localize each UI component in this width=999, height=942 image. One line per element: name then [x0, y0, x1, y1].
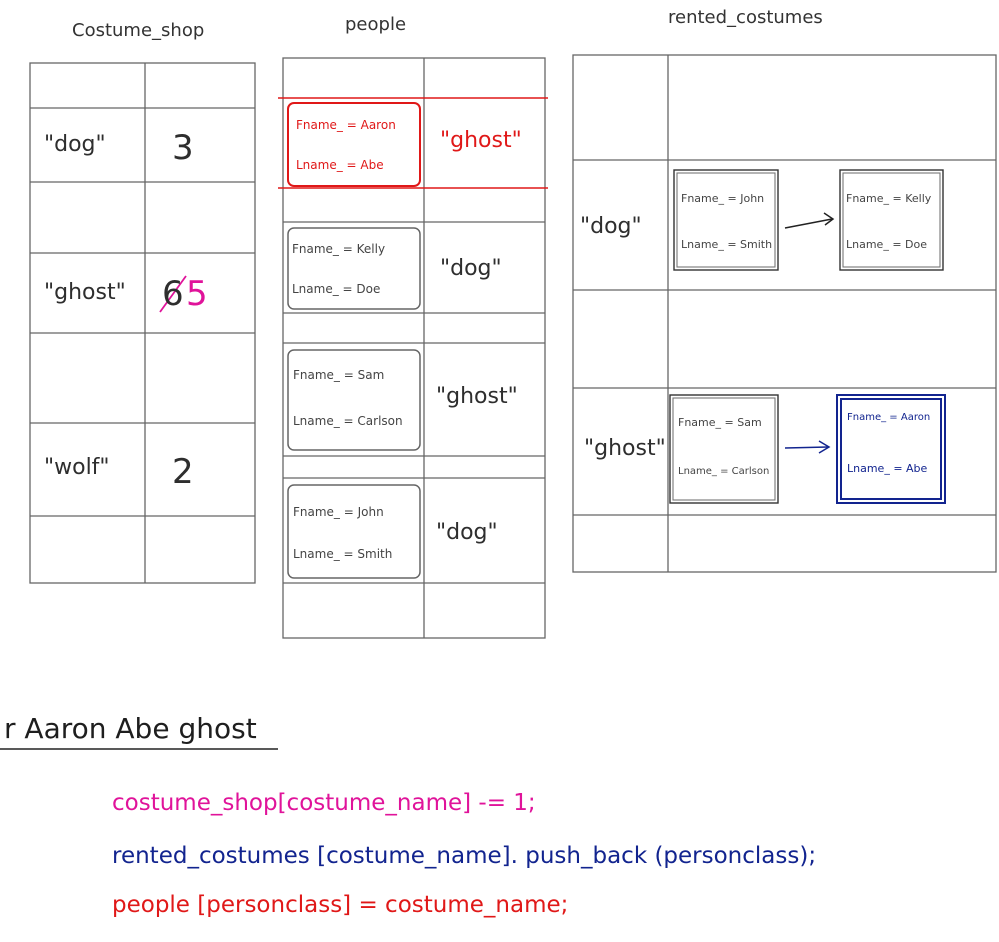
code-line-push-back: rented_costumes [costume_name]. push_bac…: [112, 843, 817, 869]
person-costume: "ghost": [436, 384, 518, 409]
costume-key-ghost: "ghost": [44, 280, 126, 305]
person-costume: "dog": [440, 256, 502, 281]
costume-key-wolf: "wolf": [44, 455, 110, 480]
command-text: r Aaron Abe ghost: [4, 712, 257, 745]
person-card-fname: Fname_ = Kelly: [292, 242, 386, 256]
rented-card-lname: Lname_ = Doe: [846, 238, 928, 251]
person-card-fname: Fname_ = Sam: [293, 368, 385, 382]
person-costume: "dog": [436, 520, 498, 545]
rented-key-ghost: "ghost": [584, 436, 666, 461]
costume-shop-title: Costume_shop: [72, 20, 205, 41]
person-card-fname: Fname_ = Aaron: [296, 118, 396, 132]
costume-key-dog: "dog": [44, 132, 106, 157]
code-line-decrement: costume_shop[costume_name] -= 1;: [112, 790, 536, 816]
costume-count-dog: 3: [172, 128, 194, 168]
person-costume: "ghost": [440, 128, 522, 153]
person-card-lname: Lname_ = Doe: [292, 282, 381, 296]
rented-card-fname: Fname_ = Aaron: [847, 412, 931, 423]
rented-card-fname: Fname_ = Kelly: [846, 192, 932, 205]
costume-count-wolf: 2: [172, 452, 194, 492]
person-card-lname: Lname_ = Abe: [296, 158, 384, 172]
rented-card-lname: Lname_ = Carlson: [678, 466, 770, 477]
person-card-lname: Lname_ = Carlson: [293, 414, 403, 428]
costume-count-ghost-new: 5: [186, 274, 208, 314]
rented-card-fname: Fname_ = Sam: [678, 416, 762, 429]
person-card-lname: Lname_ = Smith: [293, 547, 393, 561]
rented-costumes-title: rented_costumes: [668, 7, 823, 28]
costume-count-ghost-old: 6: [162, 274, 184, 314]
people-title: people: [345, 14, 407, 35]
rented-key-dog: "dog": [580, 214, 642, 239]
rented-card-lname: Lname_ = Abe: [847, 462, 928, 475]
person-card-fname: Fname_ = John: [293, 505, 384, 519]
rented-card-lname: Lname_ = Smith: [681, 238, 773, 251]
rented-card-fname: Fname_ = John: [681, 192, 765, 205]
code-line-assign: people [personclass] = costume_name;: [112, 892, 569, 918]
